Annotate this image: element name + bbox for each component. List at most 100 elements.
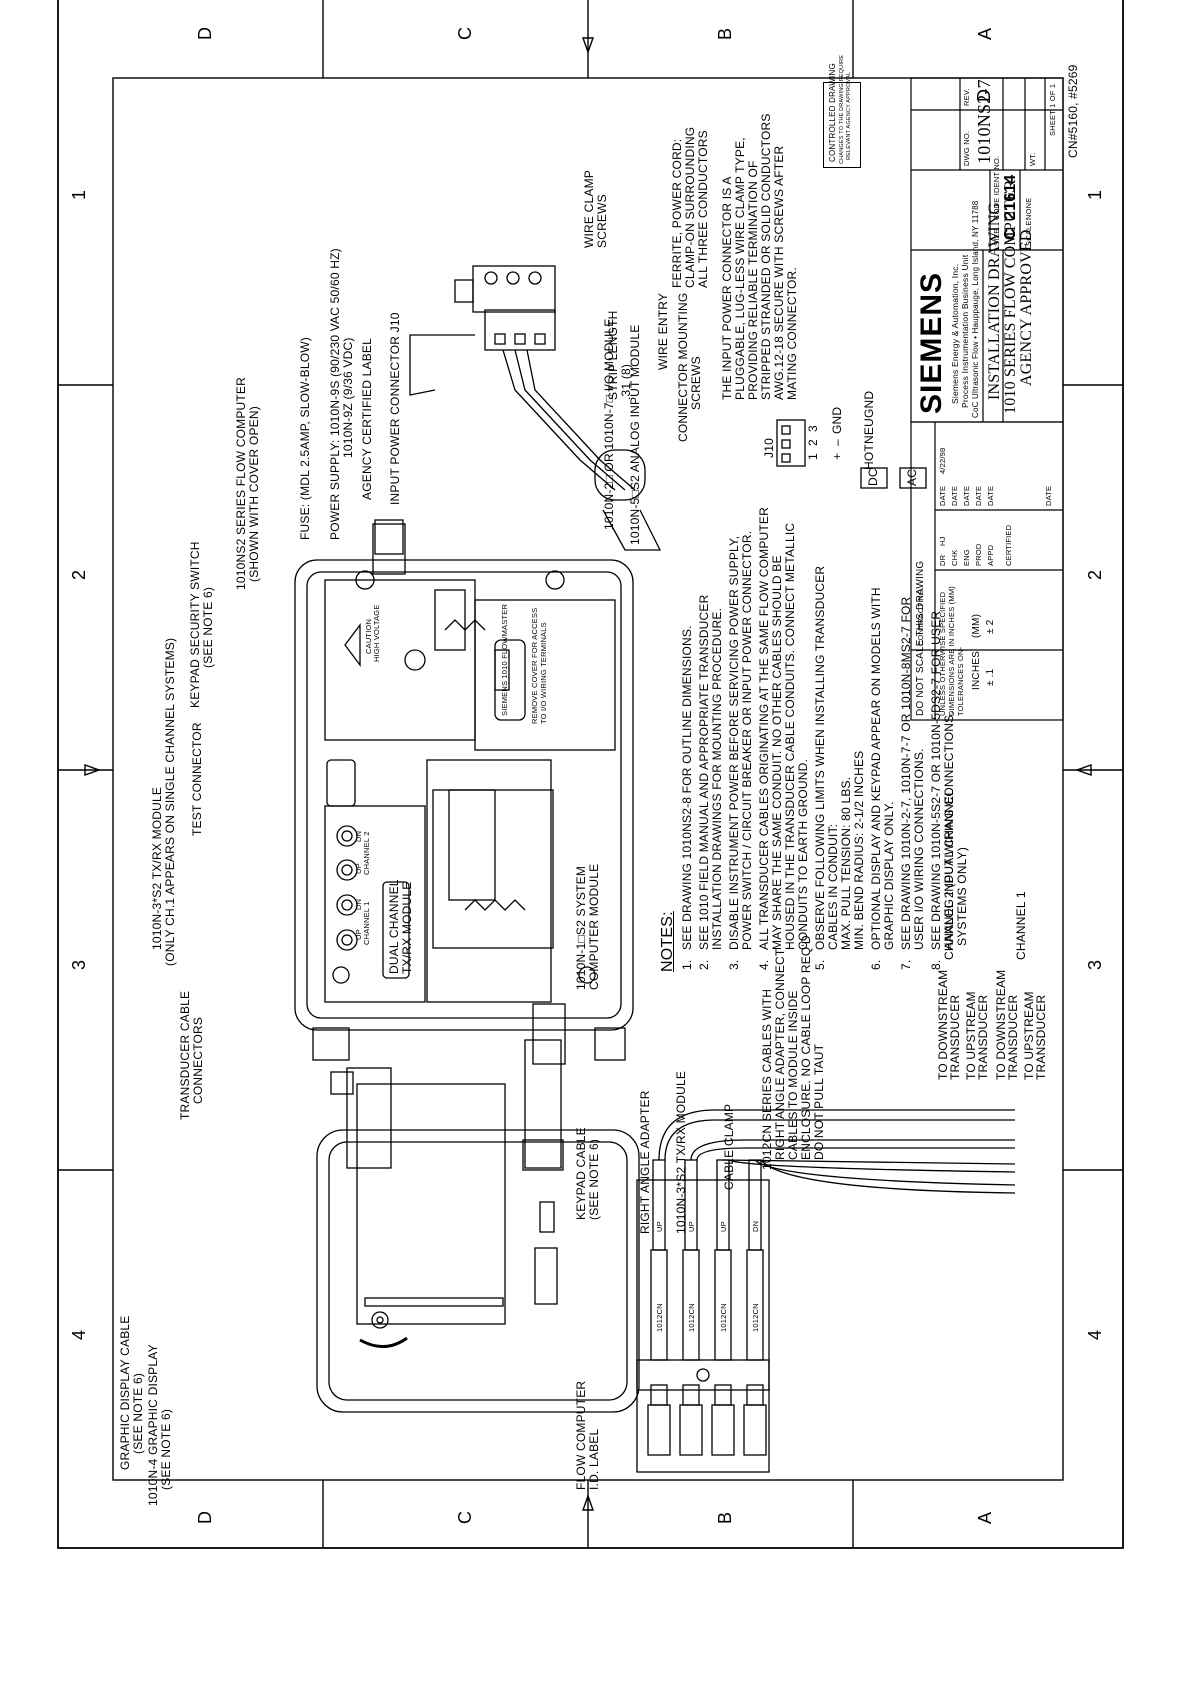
- callout-input-power-connector: INPUT POWER CONNECTOR J10: [388, 312, 402, 505]
- callout-flow-computer-2: (SHOWN WITH COVER OPEN): [247, 406, 261, 582]
- tb-tol-in: ± .1: [985, 668, 996, 686]
- tb-certified-date: DATE: [1044, 485, 1053, 506]
- tb-company-1: Siemens Energy & Automation, Inc.: [950, 263, 960, 404]
- label-channel-2: CHANNEL 2: [362, 831, 371, 875]
- callout-channel-1: CHANNEL 1: [1014, 891, 1028, 960]
- zone-row-c-right: C: [455, 27, 475, 40]
- note-number: 3.: [727, 959, 741, 970]
- note-line: POWER SWITCH / CIRCUIT BREAKER OR INPUT …: [740, 530, 754, 950]
- tb-siemens-logo: SIEMENS: [915, 271, 948, 414]
- ac-hot: HOT: [862, 444, 876, 470]
- detail-paragraph-6: MATING CONNECTOR.: [785, 267, 799, 400]
- callout-transducer-3: TRANSDUCER: [1006, 994, 1020, 1080]
- callout-keypad-switch-2: (SEE NOTE 6): [201, 586, 215, 668]
- tb-cn: CN#5160, #5269: [1066, 64, 1080, 158]
- callout-system-module-2: COMPUTER MODULE: [587, 863, 601, 990]
- tb-dwg-label: DWG NO.: [962, 130, 971, 166]
- note-number: 5.: [813, 959, 827, 970]
- tb-row-chk-date-label: DATE: [950, 485, 959, 506]
- label-remove-cover-1: REMOVE COVER FOR ACCESS: [530, 607, 539, 724]
- ac-gnd: GND: [862, 390, 876, 418]
- callout-keypad-cable-2: (SEE NOTE 6): [587, 1138, 601, 1220]
- callout-txrx-module-bottom: 1010N-3*S2 Tx/Rx MODULE: [674, 1070, 688, 1234]
- tb-row-appd-date-label: DATE: [986, 485, 995, 506]
- note-number: 7.: [899, 959, 913, 970]
- callout-graphic-display-cable-note: (SEE NOTE 6): [131, 1372, 145, 1454]
- tb-inches: INCHES: [971, 651, 982, 690]
- callout-transducer-cable-connectors-2: CONNECTORS: [191, 1016, 205, 1104]
- cable-label-up-2: UP: [687, 1221, 696, 1232]
- callout-txrx-module-2: (ONLY CH.1 APPEARS ON SINGLE CHANNEL SYS…: [163, 637, 177, 966]
- dc-box: DC: [866, 468, 880, 486]
- callout-graphic-display-note: (SEE NOTE 6): [159, 1408, 173, 1490]
- dc-plus: +: [830, 452, 844, 460]
- zone-col-2-top: 2: [69, 569, 89, 580]
- controlled-sub-2: RELEVANT AGENCY APPROVAL: [846, 71, 852, 160]
- tb-row-dr-label: DR: [938, 554, 947, 566]
- tb-row-appd-label: APPD: [986, 544, 995, 566]
- cable-part-4: 1012CN: [751, 1303, 760, 1332]
- callout-fuse: FUSE: (MDL 2.5AMP, SLOW-BLOW): [298, 337, 312, 540]
- callout-series-cables-5: DO NOT PULL TAUT: [812, 1043, 826, 1160]
- cable-part-2: 1012CN: [687, 1303, 696, 1332]
- zone-col-4-bottom: 4: [1085, 1329, 1105, 1340]
- note-line: INSTALLATION DRAWINGS FOR MOUNTING PROCE…: [710, 607, 724, 950]
- tb-size: C: [1002, 228, 1019, 240]
- callout-channel-2b: SYSTEMS ONLY): [955, 846, 969, 946]
- cable-label-dn: DN: [751, 1220, 760, 1232]
- zone-row-b-right: B: [715, 27, 735, 40]
- label-up-1: UP: [354, 929, 363, 940]
- controlled-title: CONTROLLED DRAWING: [828, 63, 837, 162]
- callout-flow-computer-id-2: I.D. LABEL: [587, 1428, 601, 1490]
- tb-scale: NONE: [1024, 197, 1033, 220]
- j10-pin-3: 3: [806, 425, 820, 432]
- tb-row-chk-label: CHK: [950, 549, 959, 566]
- zone-row-d-left: D: [195, 1511, 215, 1524]
- tb-row-dr-date-label: DATE: [938, 485, 947, 506]
- detail-strip-length-2: .31 (8): [619, 363, 633, 400]
- note-number: 1.: [680, 959, 694, 970]
- tb-title-3: AGENCY APPROVED: [1018, 229, 1035, 386]
- zone-col-2-bottom: 2: [1085, 569, 1105, 580]
- note-line: SEE DRAWING 1010NS2-8 FOR OUTLINE DIMENS…: [680, 625, 694, 950]
- notes-heading: NOTES:: [659, 911, 676, 972]
- note-line: USER I/O WIRING CONNECTIONS.: [912, 748, 926, 950]
- tb-code-label: CODE IDENT NO.: [992, 155, 1001, 220]
- detail-mounting-screws-2: SCREWS: [689, 356, 703, 410]
- callout-transducer-1: TRANSDUCER: [948, 994, 962, 1080]
- callout-transducer-4: TRANSDUCER: [1034, 994, 1048, 1080]
- tb-row-prod-date-label: DATE: [974, 485, 983, 506]
- zone-col-3-top: 3: [69, 959, 89, 970]
- tb-certified: CERTIFIED: [1004, 524, 1013, 566]
- cable-label-up-3: UP: [719, 1221, 728, 1232]
- dc-minus: –: [830, 439, 844, 446]
- rotated-drawing: 4 3 2 1 4 3 2 1 D C B A D C B A GRAPHIC …: [55, 0, 1125, 1550]
- tb-sheet: SHEET 1 OF 1: [1048, 83, 1057, 136]
- note-line: CONDUITS TO EARTH GROUND.: [796, 758, 810, 950]
- detail-wire-entry: WIRE ENTRY: [656, 292, 670, 370]
- cable-label-up-1: UP: [655, 1221, 664, 1232]
- controlled-sub-1: CHANGES TO THE DRAWING REQUIRE: [839, 54, 845, 164]
- note-line: ANALOG INPUT WIRING CONNECTIONS.: [942, 711, 956, 950]
- label-siemens-1010: SIEMENS 1010 FLOWMASTER: [500, 603, 509, 716]
- callout-analog-module: 1010N-5□S2 ANALOG INPUT MODULE: [628, 324, 642, 545]
- zone-col-1-top: 1: [69, 189, 89, 200]
- tb-tolerances-2: DIMENSIONS ARE IN INCHES (MM): [947, 586, 956, 716]
- ac-neu: NEU: [862, 418, 876, 444]
- drawing-linework: [57, 0, 1124, 1549]
- callout-right-angle-adapter: RIGHT ANGLE ADAPTER: [638, 1090, 652, 1234]
- tb-company-3: CoC Ultrasonic Flow • Hauppauge, Long Is…: [971, 200, 980, 418]
- tb-size-label: SIZE: [992, 228, 1001, 246]
- note-number: 2.: [697, 959, 711, 970]
- tb-row-eng-date-label: DATE: [962, 485, 971, 506]
- j10-pin-2: 2: [806, 439, 820, 446]
- zone-row-d-right: D: [195, 27, 215, 40]
- tb-tol-mm: ± 2: [985, 619, 996, 634]
- label-caution-2: HIGH VOLTAGE: [372, 604, 381, 662]
- tb-tolerances-3: TOLERANCES ON-: [956, 646, 965, 716]
- detail-ferrite-3: ALL THREE CONDUCTORS: [696, 130, 710, 288]
- label-remove-cover-2: TO I/O WIRING TERMINALS: [539, 622, 548, 724]
- label-up-2: UP: [354, 863, 363, 874]
- tb-wt-label: WT.: [1028, 152, 1037, 166]
